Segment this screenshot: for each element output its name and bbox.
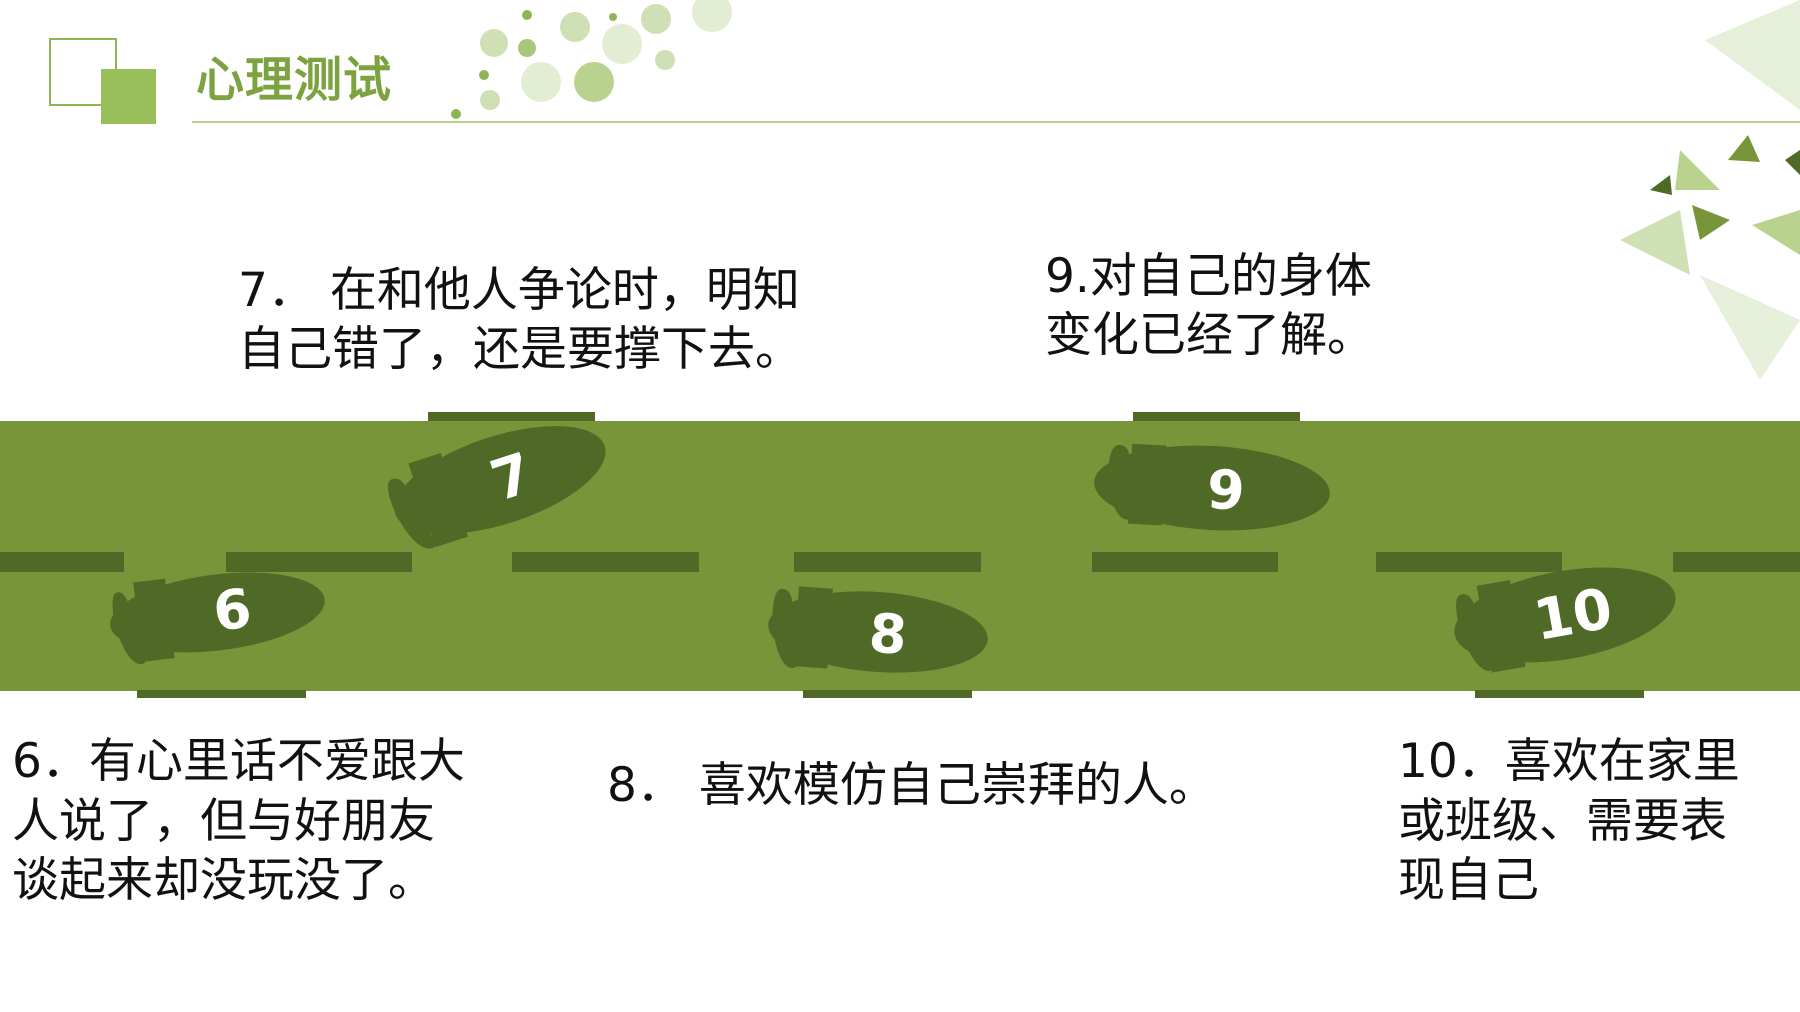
footprint-number-10: 10 xyxy=(1529,576,1617,654)
step-6-text: 6．有心里话不爱跟大 人说了，但与好朋友 谈起来却没玩没了。 xyxy=(12,734,465,909)
header-square-fill xyxy=(101,69,156,124)
footprint-number-6: 6 xyxy=(210,577,255,644)
step-9-text: 9.对自己的身体 变化已经了解。 xyxy=(1045,249,1374,363)
decorative-triangles xyxy=(1620,0,1800,380)
header-divider xyxy=(192,121,1800,123)
footprint-icon: 8 xyxy=(768,586,988,673)
footprint-icon: 10 xyxy=(1454,567,1676,673)
footprint-icon: 7 xyxy=(388,426,606,549)
step-7-text: 7． 在和他人争论时，明知 自己错了，还是要撑下去。 xyxy=(238,263,802,377)
footprint-icon: 9 xyxy=(1094,443,1330,531)
page-title: 心理测试 xyxy=(196,52,393,108)
step-8-text: 8． 喜欢模仿自己崇拜的人。 xyxy=(607,758,1216,813)
road-markings xyxy=(0,412,1800,698)
decorative-dots xyxy=(451,0,732,119)
step-10-text: 10．喜欢在家里 或班级、需要表 现自己 xyxy=(1398,734,1740,909)
footprint-icon: 6 xyxy=(110,572,325,665)
footprint-number-9: 9 xyxy=(1205,458,1246,523)
footprint-number-8: 8 xyxy=(867,601,909,666)
